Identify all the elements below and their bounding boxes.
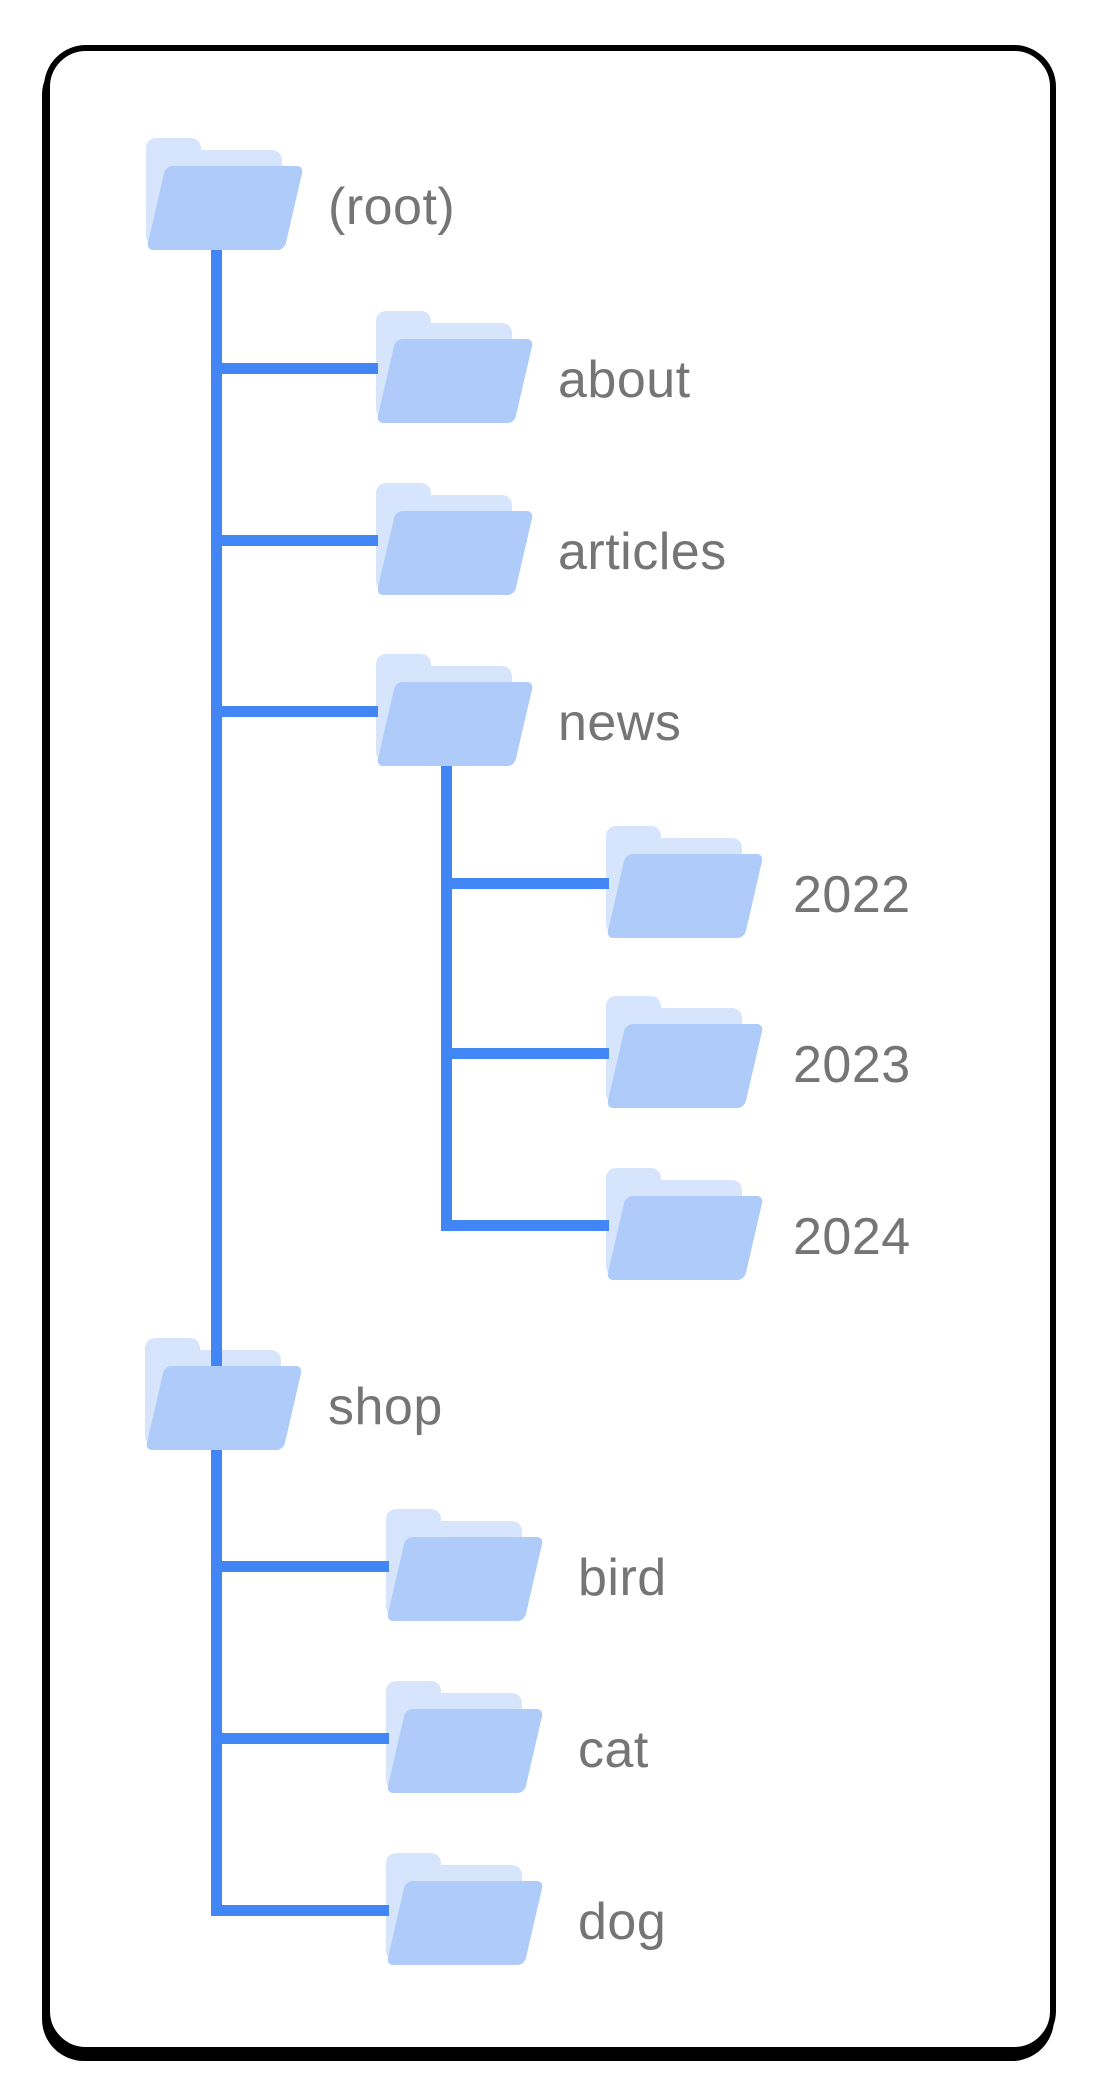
folder-icon — [146, 138, 304, 250]
folder-front-shape — [606, 1024, 764, 1108]
connector-branch-2023 — [441, 1048, 609, 1059]
tree-node-2022 — [606, 826, 764, 938]
folder-icon — [376, 483, 534, 595]
tree-node-root — [146, 138, 304, 250]
folder-front-shape — [606, 854, 764, 938]
connector-branch-about — [211, 363, 378, 374]
folder-icon — [376, 654, 534, 766]
node-label-about: about — [558, 351, 691, 409]
tree-node-articles — [376, 483, 534, 595]
node-label-2023: 2023 — [793, 1036, 911, 1094]
folder-front-shape — [376, 511, 534, 595]
connector-branch-articles — [211, 535, 378, 546]
connector-branch-dog — [211, 1905, 389, 1916]
connector-branch-2024 — [441, 1220, 609, 1231]
folder-icon — [606, 1168, 764, 1280]
node-label-cat: cat — [578, 1721, 649, 1779]
connector-branch-bird — [211, 1561, 389, 1572]
tree-node-shop — [145, 1338, 303, 1450]
node-label-articles: articles — [558, 523, 727, 581]
node-label-news: news — [558, 694, 682, 752]
connector-branch-cat — [211, 1733, 389, 1744]
connector-branch-2022 — [441, 878, 609, 889]
folder-icon — [145, 1338, 303, 1450]
node-label-root: (root) — [328, 178, 456, 236]
tree-node-dog — [386, 1853, 544, 1965]
folder-front-shape — [386, 1881, 544, 1965]
connector-branch-news — [211, 706, 378, 717]
folder-icon — [606, 826, 764, 938]
folder-front-shape — [606, 1196, 764, 1280]
folder-front-shape — [146, 166, 304, 250]
node-label-dog: dog — [578, 1893, 667, 1951]
node-label-shop: shop — [328, 1378, 443, 1436]
tree-node-2023 — [606, 996, 764, 1108]
tree-node-2024 — [606, 1168, 764, 1280]
connector-trunk-news — [441, 756, 452, 1231]
node-label-2022: 2022 — [793, 866, 911, 924]
folder-icon — [386, 1681, 544, 1793]
diagram-card: (root) about articles — [44, 45, 1056, 2053]
folder-icon — [386, 1509, 544, 1621]
folder-icon — [386, 1853, 544, 1965]
folder-front-shape — [376, 339, 534, 423]
tree-node-about — [376, 311, 534, 423]
folder-front-shape — [145, 1366, 303, 1450]
connector-trunk-root — [211, 244, 222, 1916]
node-label-2024: 2024 — [793, 1208, 911, 1266]
tree-node-cat — [386, 1681, 544, 1793]
folder-front-shape — [386, 1709, 544, 1793]
folder-front-shape — [376, 682, 534, 766]
tree-node-news — [376, 654, 534, 766]
tree-node-bird — [386, 1509, 544, 1621]
node-label-bird: bird — [578, 1549, 667, 1607]
folder-icon — [606, 996, 764, 1108]
folder-icon — [376, 311, 534, 423]
folder-front-shape — [386, 1537, 544, 1621]
